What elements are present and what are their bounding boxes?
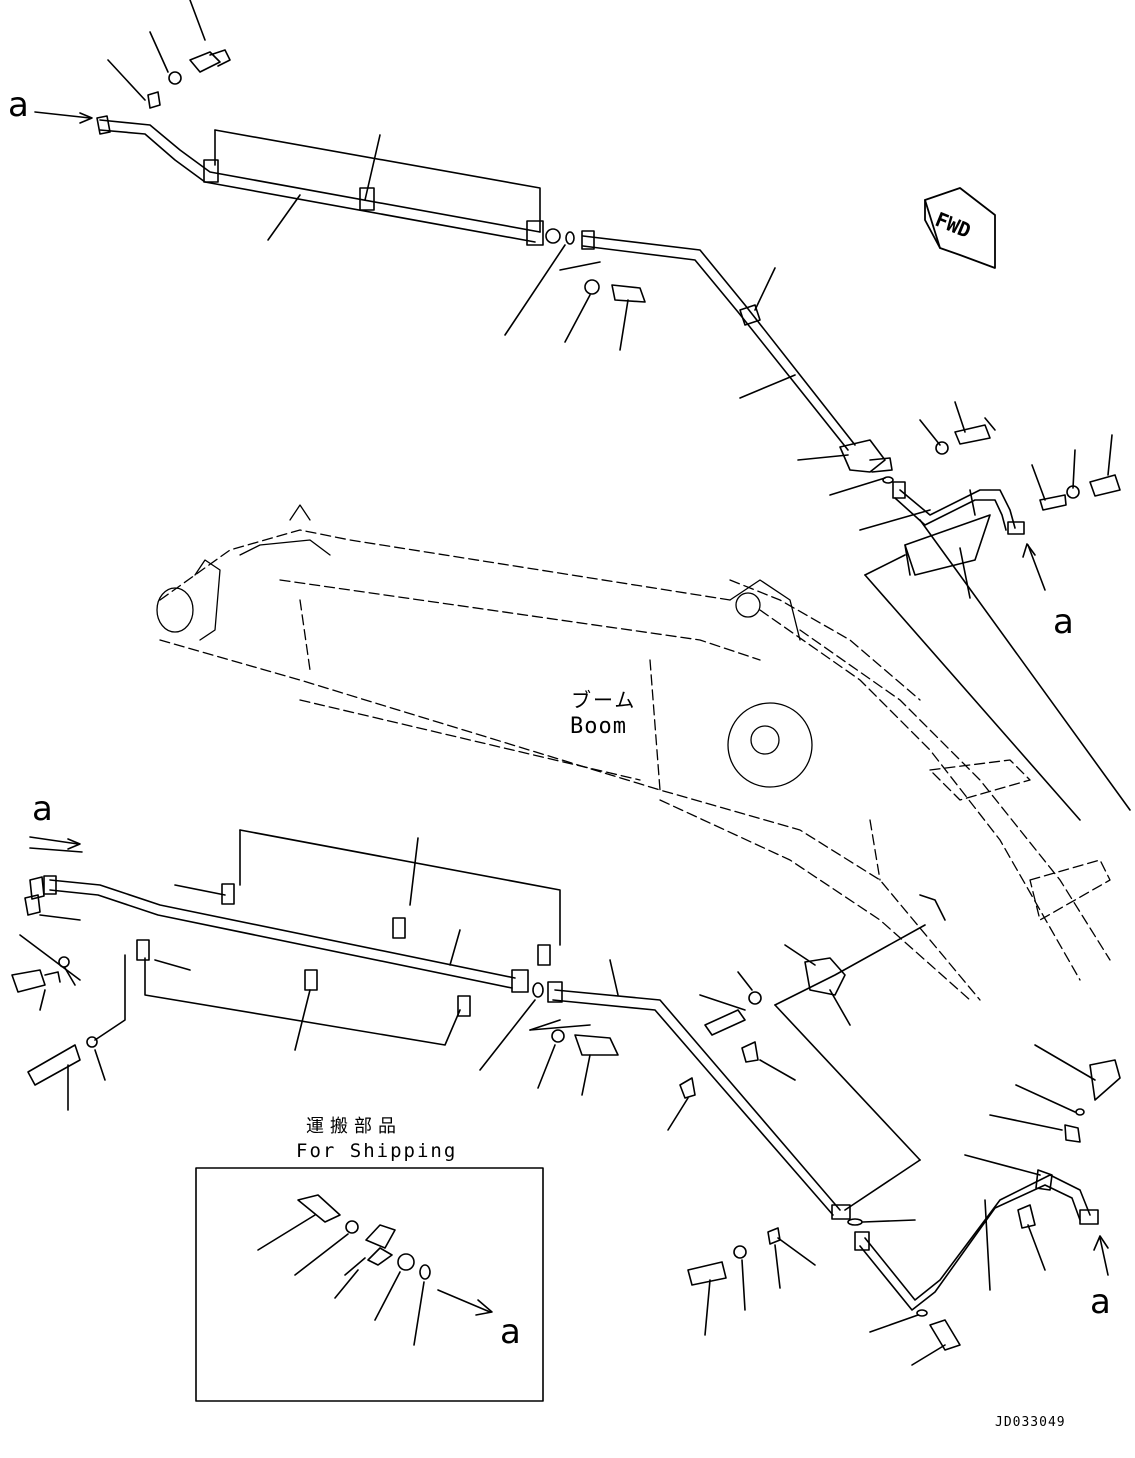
boom-cylinder-boss bbox=[727, 579, 813, 788]
boom-label-jp: ブーム bbox=[571, 688, 637, 712]
boom-outline bbox=[159, 529, 1111, 1001]
drawing-code: JD033049 bbox=[995, 1415, 1066, 1430]
shipping-parts bbox=[257, 1194, 493, 1346]
label-a-right-lower: a bbox=[1090, 1282, 1111, 1322]
top-tube-2 bbox=[582, 235, 856, 446]
top-bracket bbox=[904, 514, 991, 576]
shipping-label-jp: 運搬部品 bbox=[306, 1116, 402, 1137]
shipping-box bbox=[195, 1167, 544, 1402]
label-a-top-left: a bbox=[8, 85, 29, 125]
label-a-shipping: a bbox=[500, 1312, 521, 1352]
top-tube-1 bbox=[99, 119, 541, 233]
lower-tube-2 bbox=[554, 989, 841, 1211]
label-a-left-lower: a bbox=[32, 789, 53, 829]
lower-tube-1 bbox=[49, 879, 516, 979]
boom-label-en: Boom bbox=[570, 714, 627, 739]
fwd-arrow bbox=[924, 187, 996, 269]
label-a-right-upper: a bbox=[1053, 602, 1074, 642]
boom-foot bbox=[156, 504, 331, 641]
lower-tube-3 bbox=[864, 1174, 1091, 1301]
shipping-label-en: For Shipping bbox=[296, 1140, 458, 1162]
